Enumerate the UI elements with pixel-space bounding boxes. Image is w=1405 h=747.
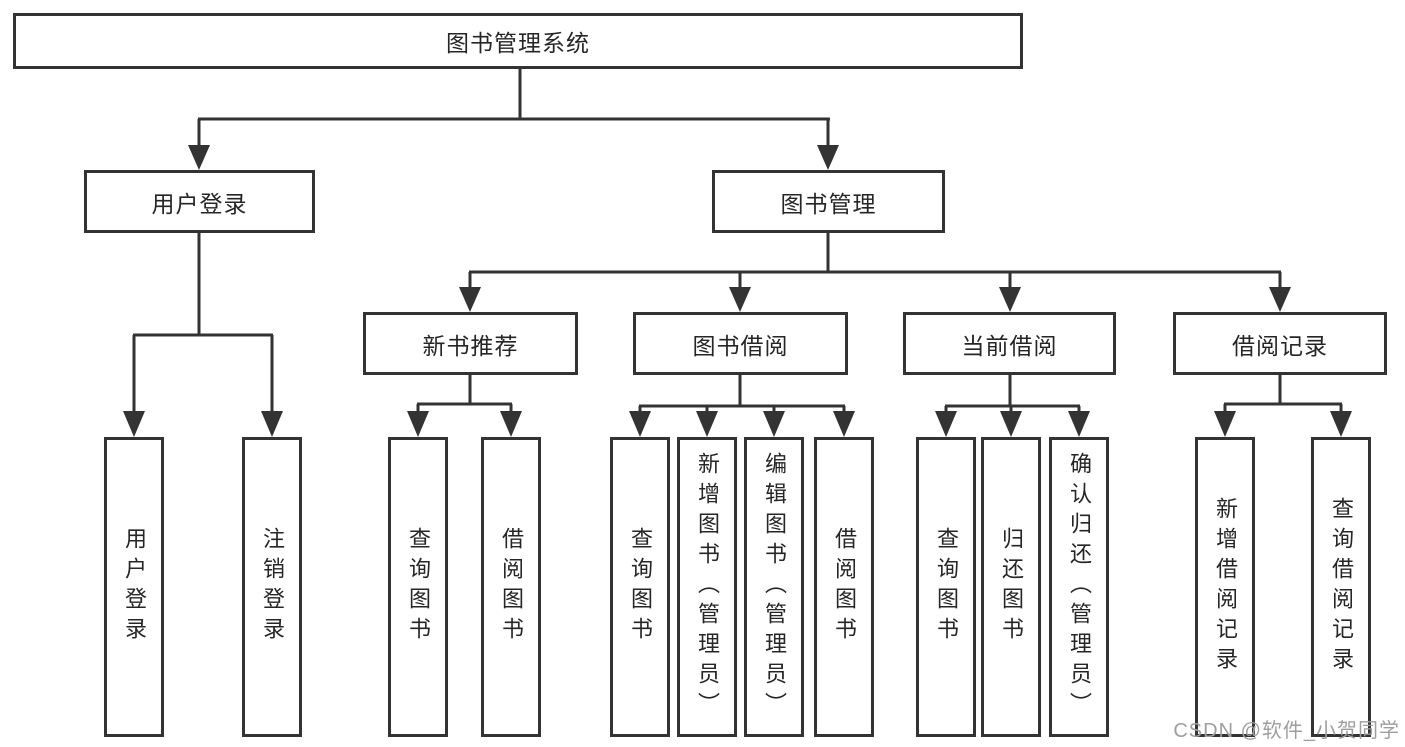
leaf-add-borrow-record-label: 新增借阅记录 (1213, 497, 1238, 677)
leaf-query-book-recommend: 查询图书 (388, 437, 448, 737)
leaf-query-book-recommend-label: 查询图书 (406, 527, 431, 647)
leaf-edit-book-admin: 编辑图书（管理员） (744, 437, 804, 737)
leaf-add-borrow-record: 新增借阅记录 (1195, 437, 1255, 737)
node-root: 图书管理系统 (13, 13, 1023, 69)
leaf-query-book-current-label: 查询图书 (934, 527, 959, 647)
node-user-login: 用户登录 (84, 170, 315, 233)
leaf-add-book-admin: 新增图书（管理员） (677, 437, 737, 737)
leaf-borrow-book: 借阅图书 (814, 437, 874, 737)
node-book-borrow: 图书借阅 (633, 312, 848, 375)
node-current-borrow: 当前借阅 (903, 312, 1116, 375)
node-user-login-label: 用户登录 (151, 190, 248, 217)
csdn-watermark: CSDN @软件_小贺同学 (1173, 720, 1400, 742)
leaf-confirm-return-admin-label: 确认归还（管理员） (1067, 452, 1092, 722)
node-new-book-recommend: 新书推荐 (363, 312, 578, 375)
leaf-logout-label: 注销登录 (260, 527, 285, 647)
node-borrow-record-label: 借阅记录 (1232, 332, 1328, 359)
leaf-add-book-admin-label: 新增图书（管理员） (695, 452, 720, 722)
node-book-management-label: 图书管理 (780, 190, 877, 217)
leaf-borrow-book-label: 借阅图书 (832, 527, 857, 647)
leaf-logout: 注销登录 (242, 437, 302, 737)
connector-book-borrow-group (629, 375, 855, 437)
connector-user-login-group (123, 233, 283, 437)
leaf-user-login-label: 用户登录 (122, 527, 147, 647)
connector-new-book-group (407, 375, 522, 437)
node-book-management: 图书管理 (712, 170, 945, 233)
leaf-borrow-book-recommend-label: 借阅图书 (499, 527, 524, 647)
leaf-query-book-borrow-label: 查询图书 (628, 527, 653, 647)
connector-root-to-level2 (188, 68, 839, 170)
leaf-user-login: 用户登录 (104, 437, 164, 737)
node-new-book-recommend-label: 新书推荐 (422, 332, 519, 359)
leaf-query-book-current: 查询图书 (916, 437, 976, 737)
connector-borrow-record-group (1214, 375, 1352, 437)
leaf-query-book-borrow: 查询图书 (610, 437, 670, 737)
node-book-borrow-label: 图书借阅 (692, 332, 789, 359)
leaf-confirm-return-admin: 确认归还（管理员） (1049, 437, 1109, 737)
leaf-query-borrow-record-label: 查询借阅记录 (1329, 497, 1354, 677)
leaf-borrow-book-recommend: 借阅图书 (481, 437, 541, 737)
leaf-query-borrow-record: 查询借阅记录 (1311, 437, 1371, 737)
node-root-label: 图书管理系统 (446, 30, 590, 56)
node-borrow-record: 借阅记录 (1173, 312, 1387, 375)
leaf-edit-book-admin-label: 编辑图书（管理员） (762, 452, 787, 722)
node-current-borrow-label: 当前借阅 (961, 332, 1058, 359)
connector-current-borrow-group (935, 375, 1090, 437)
leaf-return-book: 归还图书 (981, 437, 1041, 737)
connector-book-management-to-modules (459, 233, 1291, 312)
leaf-return-book-label: 归还图书 (999, 527, 1024, 647)
